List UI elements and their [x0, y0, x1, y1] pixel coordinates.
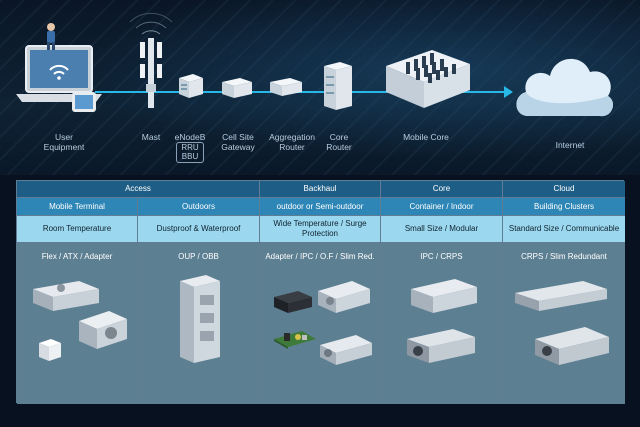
power-supply-table: Access Backhaul Core Cloud Mobile Termin…: [16, 180, 625, 404]
mast-icon: [129, 12, 173, 108]
segment-backhaul: Backhaul: [260, 181, 381, 198]
cloud-icon: [516, 58, 614, 117]
environment-cell: Outdoors: [138, 198, 260, 216]
product-label: Flex / ATX / Adapter: [41, 252, 113, 261]
crps-power-supply-icon: [407, 329, 475, 363]
person-icon: [47, 23, 55, 50]
label-cell-site-gateway: Cell Site Gateway: [221, 132, 255, 152]
network-diagram: User Equipment Mast eNodeB RRU BBU Cell …: [0, 0, 640, 175]
cell-site-gateway-icon: [222, 78, 252, 98]
product-cell-access-terminal: Flex / ATX / Adapter: [17, 243, 138, 404]
product-label: IPC / CRPS: [420, 252, 463, 261]
environment-cell: Mobile Terminal: [17, 198, 138, 216]
product-cell-outdoors: OUP / OBB: [138, 243, 260, 404]
label-enodeb: eNodeB: [174, 132, 206, 142]
mobile-core-icon: [386, 50, 470, 108]
open-frame-board-icon: [274, 331, 316, 349]
enodeb-icon: [179, 74, 203, 98]
label-mobile-core: Mobile Core: [403, 132, 449, 142]
product-label: CRPS / Slim Redundant: [521, 252, 607, 261]
ipc-power-supply-icon: [411, 279, 477, 313]
environment-cell: Building Clusters: [503, 198, 625, 216]
segment-core: Core: [381, 181, 503, 198]
product-label: Adapter / IPC / O.F / Slim Red.: [265, 252, 375, 261]
product-cell-core: IPC / CRPS: [381, 243, 503, 404]
product-cell-backhaul: Adapter / IPC / O.F / Slim Red.: [260, 243, 381, 404]
flow-arrow-icon: [504, 86, 513, 98]
core-router-icon: [324, 62, 352, 110]
environment-cell: Container / Indoor: [381, 198, 503, 216]
aggregation-router-icon: [270, 78, 302, 96]
label-aggregation-router: Aggregation Router: [269, 132, 315, 152]
label-user-equipment: User Equipment: [43, 132, 85, 152]
power-supply-unit-icon: [318, 281, 370, 313]
product-label: OUP / OBB: [178, 252, 219, 261]
requirement-cell: Wide Temperature / Surge Protection: [260, 216, 381, 243]
requirement-cell: Room Temperature: [17, 216, 138, 243]
environment-cell: outdoor or Semi-outdoor: [260, 198, 381, 216]
label-internet: Internet: [555, 140, 585, 150]
outdoor-enclosure-icon: [180, 275, 220, 363]
segment-access: Access: [17, 181, 260, 198]
adapter-icon: [274, 291, 312, 313]
label-bbu: BBU: [176, 152, 204, 163]
label-core-router: Core Router: [326, 132, 352, 152]
segment-cloud: Cloud: [503, 181, 625, 198]
crps-power-supply-icon: [515, 281, 607, 311]
slim-power-supply-icon: [320, 335, 372, 365]
product-cell-cloud: CRPS / Slim Redundant: [503, 243, 625, 404]
label-mast: Mast: [141, 132, 161, 142]
adapter-icon: [39, 339, 61, 361]
laptop-icon: [16, 45, 102, 112]
label-rru: RRU: [176, 142, 204, 153]
requirement-cell: Small Size / Modular: [381, 216, 503, 243]
slim-redundant-power-supply-icon: [535, 327, 609, 365]
power-supply-unit-icon: [33, 281, 99, 311]
power-supply-unit-icon: [79, 311, 127, 349]
requirement-cell: Dustproof & Waterproof: [138, 216, 260, 243]
requirement-cell: Standard Size / Communicable: [503, 216, 625, 243]
